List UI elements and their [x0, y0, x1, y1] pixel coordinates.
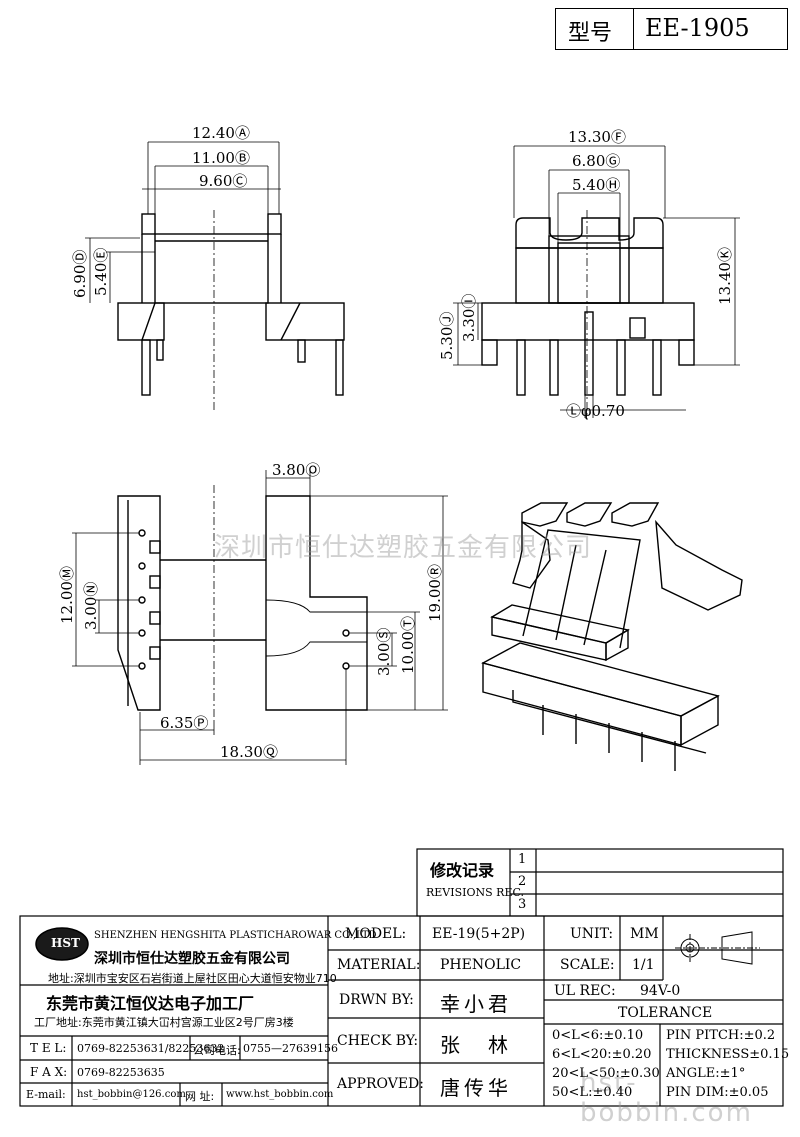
- company-phone-label: 公司电话:: [193, 1044, 241, 1057]
- dim-h: 5.40Ⓗ: [572, 176, 621, 194]
- spec-scale-value: 1/1: [632, 957, 655, 973]
- spec-material-value: PHENOLIC: [440, 957, 522, 973]
- revision-2: 2: [518, 874, 527, 889]
- dim-i: 3.30Ⓘ: [460, 293, 478, 342]
- isometric-view: [481, 502, 743, 771]
- dim-p: 6.35Ⓟ: [160, 714, 209, 732]
- company-name-cn: 深圳市恒仕达塑胶五金有限公司: [94, 951, 290, 967]
- spec-drawn-label: DRWN BY:: [339, 992, 414, 1008]
- email-label: E-mail:: [26, 1088, 66, 1101]
- dim-e: 5.40Ⓔ: [92, 247, 110, 296]
- title-block-lines: [19, 848, 784, 1107]
- revisions-title-en: REVISIONS REC.: [426, 886, 524, 899]
- dim-r: 19.00Ⓡ: [426, 564, 444, 622]
- spec-ul-label: UL REC:: [554, 983, 616, 999]
- dim-q: 18.30Ⓠ: [220, 743, 278, 761]
- dim-s: 3.00Ⓢ: [375, 627, 393, 676]
- dim-f: 13.30Ⓕ: [568, 128, 626, 146]
- projection-symbol: [675, 931, 760, 965]
- thickness: THICKNESS±0.15: [666, 1047, 790, 1062]
- revision-3: 3: [518, 897, 527, 912]
- tol-1: 0<L<6:±0.10: [552, 1028, 644, 1043]
- website-value[interactable]: www.hst_bobbin.com: [226, 1089, 334, 1100]
- spec-approved-value: 唐传华: [440, 1076, 512, 1100]
- spec-ul-value: 94V-0: [640, 983, 681, 999]
- company-address: 地址:深圳市宝安区石岩街道上屋社区田心大道恒安物业710: [48, 972, 337, 985]
- spec-approved-label: APPROVED:: [337, 1076, 424, 1092]
- spec-check-value: 张 林: [440, 1033, 512, 1057]
- dim-n: 3.00Ⓝ: [82, 581, 100, 630]
- factory-address: 工厂地址:东莞市黄江镇大冚村宫源工业区2号厂房3楼: [34, 1016, 294, 1029]
- dim-d: 6.90Ⓓ: [71, 249, 89, 298]
- revision-1: 1: [518, 852, 527, 867]
- spec-model-label: MODEL:: [345, 926, 407, 942]
- tol-2: 6<L<20:±0.20: [552, 1047, 652, 1062]
- tol-4: 50<L:±0.40: [552, 1085, 633, 1100]
- tel-value: 0769-82253631/82253632: [77, 1042, 225, 1055]
- fax-label: F A X:: [30, 1065, 68, 1079]
- side-view: [481, 217, 695, 396]
- spec-model-value: EE-19(5+2P): [432, 926, 526, 942]
- dim-b: 11.00Ⓑ: [192, 149, 250, 167]
- company-phone-value: 0755—27639156: [243, 1042, 338, 1055]
- dim-g: 6.80Ⓖ: [572, 152, 621, 170]
- dim-m: 12.00Ⓜ: [58, 566, 76, 624]
- tol-3: 20<L<50:±0.30: [552, 1066, 660, 1081]
- spec-check-label: CHECK BY:: [337, 1033, 419, 1049]
- front-view: [117, 213, 345, 396]
- pin-pitch: PIN PITCH:±0.2: [666, 1028, 776, 1043]
- watermark-center: 深圳市恒仕达塑胶五金有限公司: [214, 533, 593, 563]
- model-header-value: EE-1905: [645, 14, 750, 42]
- website-label: 网 址:: [185, 1090, 215, 1103]
- spec-unit-label: UNIT:: [570, 926, 614, 942]
- pin-dim: PIN DIM:±0.05: [666, 1085, 769, 1100]
- dim-a: 12.40Ⓐ: [192, 124, 250, 142]
- company-logo-shape: [35, 927, 89, 961]
- spec-unit-value: MM: [630, 926, 659, 942]
- tel-label: T E L:: [30, 1041, 67, 1055]
- spec-drawn-value: 幸小君: [440, 992, 512, 1016]
- dim-l: Ⓛφ0.70: [566, 402, 625, 420]
- email-value[interactable]: hst_bobbin@126.com: [77, 1089, 186, 1100]
- fax-value: 0769-82253635: [77, 1066, 165, 1079]
- dim-k: 13.40Ⓚ: [716, 247, 734, 305]
- logo-text: HST: [51, 936, 80, 950]
- dim-c: 9.60Ⓒ: [199, 172, 248, 190]
- spec-scale-label: SCALE:: [560, 957, 615, 973]
- model-header-label: 型号: [568, 21, 613, 46]
- watermark-bottom: hst-bobbin.com: [580, 1068, 753, 1128]
- company-name-en: SHENZHEN HENGSHITA PLASTICHAROWAR CO.,LT…: [94, 930, 377, 941]
- spec-tolerance-label: TOLERANCE: [618, 1005, 713, 1021]
- spec-material-label: MATERIAL:: [337, 957, 421, 973]
- bottom-view: [117, 495, 368, 711]
- dim-j: 5.30Ⓙ: [438, 311, 456, 360]
- revisions-title-cn: 修改记录: [430, 861, 495, 880]
- dim-o: 3.80Ⓞ: [272, 461, 321, 479]
- dim-t: 10.00Ⓣ: [399, 616, 417, 674]
- factory-name: 东莞市黄江恒仪达电子加工厂: [46, 994, 255, 1013]
- angle: ANGLE:±1°: [666, 1066, 746, 1081]
- model-header: [555, 8, 788, 50]
